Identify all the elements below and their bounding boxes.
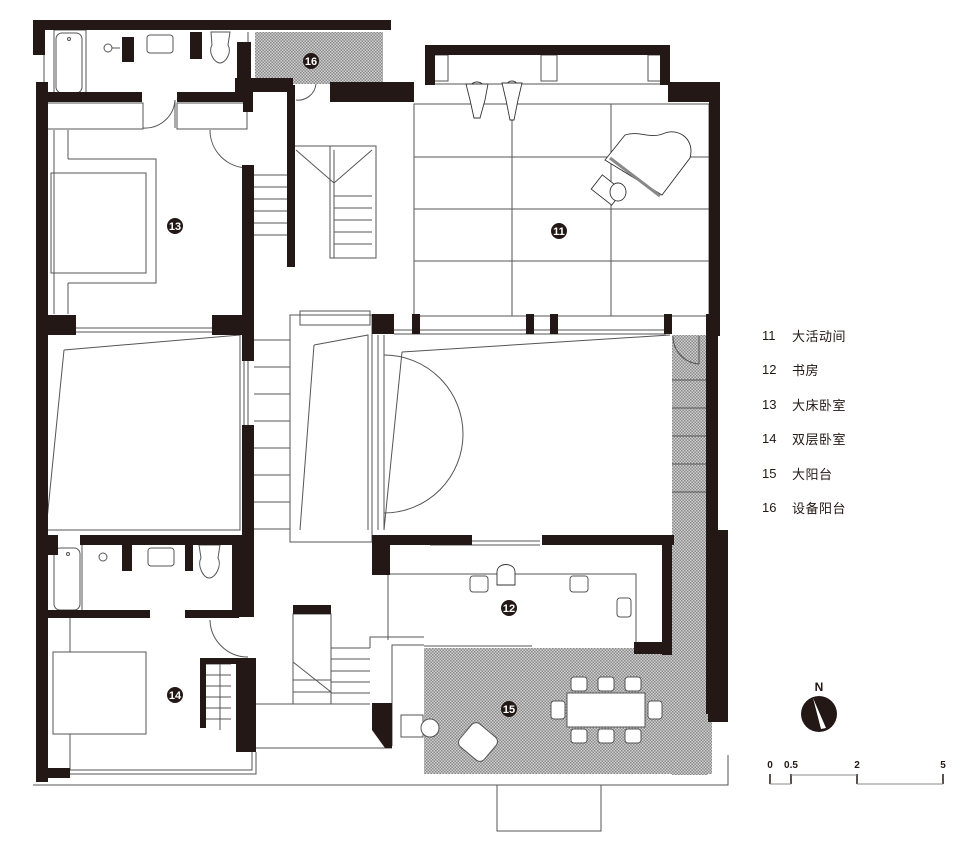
room-tag-15: 15 [501,701,517,717]
north-label: N [814,680,824,694]
svg-text:11: 11 [553,226,565,238]
legend-number: 16 [762,500,777,516]
legend-item: 14 双层卧室 [762,422,952,457]
grand-piano [604,131,692,196]
room-tag-11: 11 [551,223,567,239]
room-tag-13: 13 [167,218,183,234]
legend-item: 11 大活动间 [762,318,952,353]
scale-tick-label: 0.5 [784,760,798,771]
scale-tick-label: 5 [940,760,946,771]
room-tag-12: 12 [501,600,517,616]
legend-item: 16 设备阳台 [762,491,952,526]
balcony-side-strip [672,335,708,775]
dining-table [566,692,646,728]
legend-number: 11 [762,327,776,343]
legend-label: 大阳台 [792,466,833,482]
legend-label: 书房 [792,363,820,379]
legend-item: 12 书房 [762,353,952,388]
balcony-furniture [400,676,663,762]
equipment-balcony-floor [255,32,383,84]
north-arrow: N [797,680,841,739]
scale-tick-label: 2 [854,760,860,771]
room-11-figures [465,80,692,586]
legend-label: 大床卧室 [792,397,847,413]
svg-text:15: 15 [503,704,515,716]
room-tags: 11 12 13 14 15 16 [167,53,567,717]
svg-text:13: 13 [169,221,181,233]
svg-text:16: 16 [305,56,317,68]
svg-text:14: 14 [169,690,182,702]
north-arrow-icon [801,696,837,732]
scale-bar: 0 0.5 2 5 [760,760,960,800]
scale-bar-graphic [769,774,944,785]
room-legend: 11 大活动间 12 书房 13 大床卧室 14 双层卧室 15 大阳台 16 设备阳台 [762,318,952,525]
room-tag-14: 14 [167,687,183,703]
armchair [458,722,498,762]
svg-text:12: 12 [503,603,515,615]
legend-number: 14 [762,431,777,447]
walls [33,20,728,782]
legend-number: 13 [762,396,777,412]
room-tag-16: 16 [303,53,319,69]
legend-label: 双层卧室 [792,432,847,448]
legend-number: 12 [762,362,777,378]
legend-item: 15 大阳台 [762,456,952,491]
legend-label: 设备阳台 [792,501,847,517]
legend-label: 大活动间 [792,328,847,344]
legend-item: 13 大床卧室 [762,387,952,422]
legend-number: 15 [762,465,777,481]
scale-tick-label: 0 [767,760,773,771]
